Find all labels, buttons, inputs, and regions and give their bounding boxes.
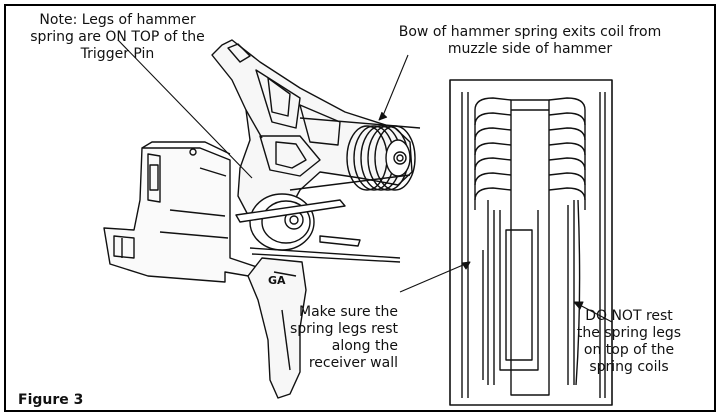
donot-line-1: DO NOT rest [585,308,673,324]
note-line-3: Trigger Pin [80,46,155,62]
bow-line-2: muzzle side of hammer [447,41,613,57]
make-line-2: spring legs rest [289,321,398,337]
make-line-3: along the [331,338,398,354]
note-line-2: spring are ON TOP of the [30,29,205,45]
donot-line-2: the spring legs [576,325,682,341]
do-not-label: DO NOT rest the spring legs on top of th… [568,308,690,376]
trigger-pin [235,193,401,263]
trigger-marking: GA [268,274,286,287]
trigger-blade [247,257,307,399]
bow-line-1: Bow of hammer spring exits coil from [398,24,662,40]
hammer-spring-coil [289,117,421,191]
bow-label: Bow of hammer spring exits coil from muz… [375,24,685,58]
note-line-1: Note: Legs of hammer [39,12,196,28]
donot-line-4: spring coils [589,359,669,375]
figure-caption: Figure 3 [18,392,84,408]
spring-detail-inset [449,79,613,406]
make-sure-label: Make sure the spring legs rest along the… [268,304,398,372]
make-line-4: receiver wall [308,355,398,371]
trigger-housing [103,141,261,283]
note-label: Note: Legs of hammer spring are ON TOP o… [10,12,225,63]
inset-left-coil [474,97,512,385]
donot-line-3: on top of the [583,342,675,358]
inset-right-coil [548,97,586,386]
hammer [211,39,413,223]
make-line-1: Make sure the [299,304,398,320]
